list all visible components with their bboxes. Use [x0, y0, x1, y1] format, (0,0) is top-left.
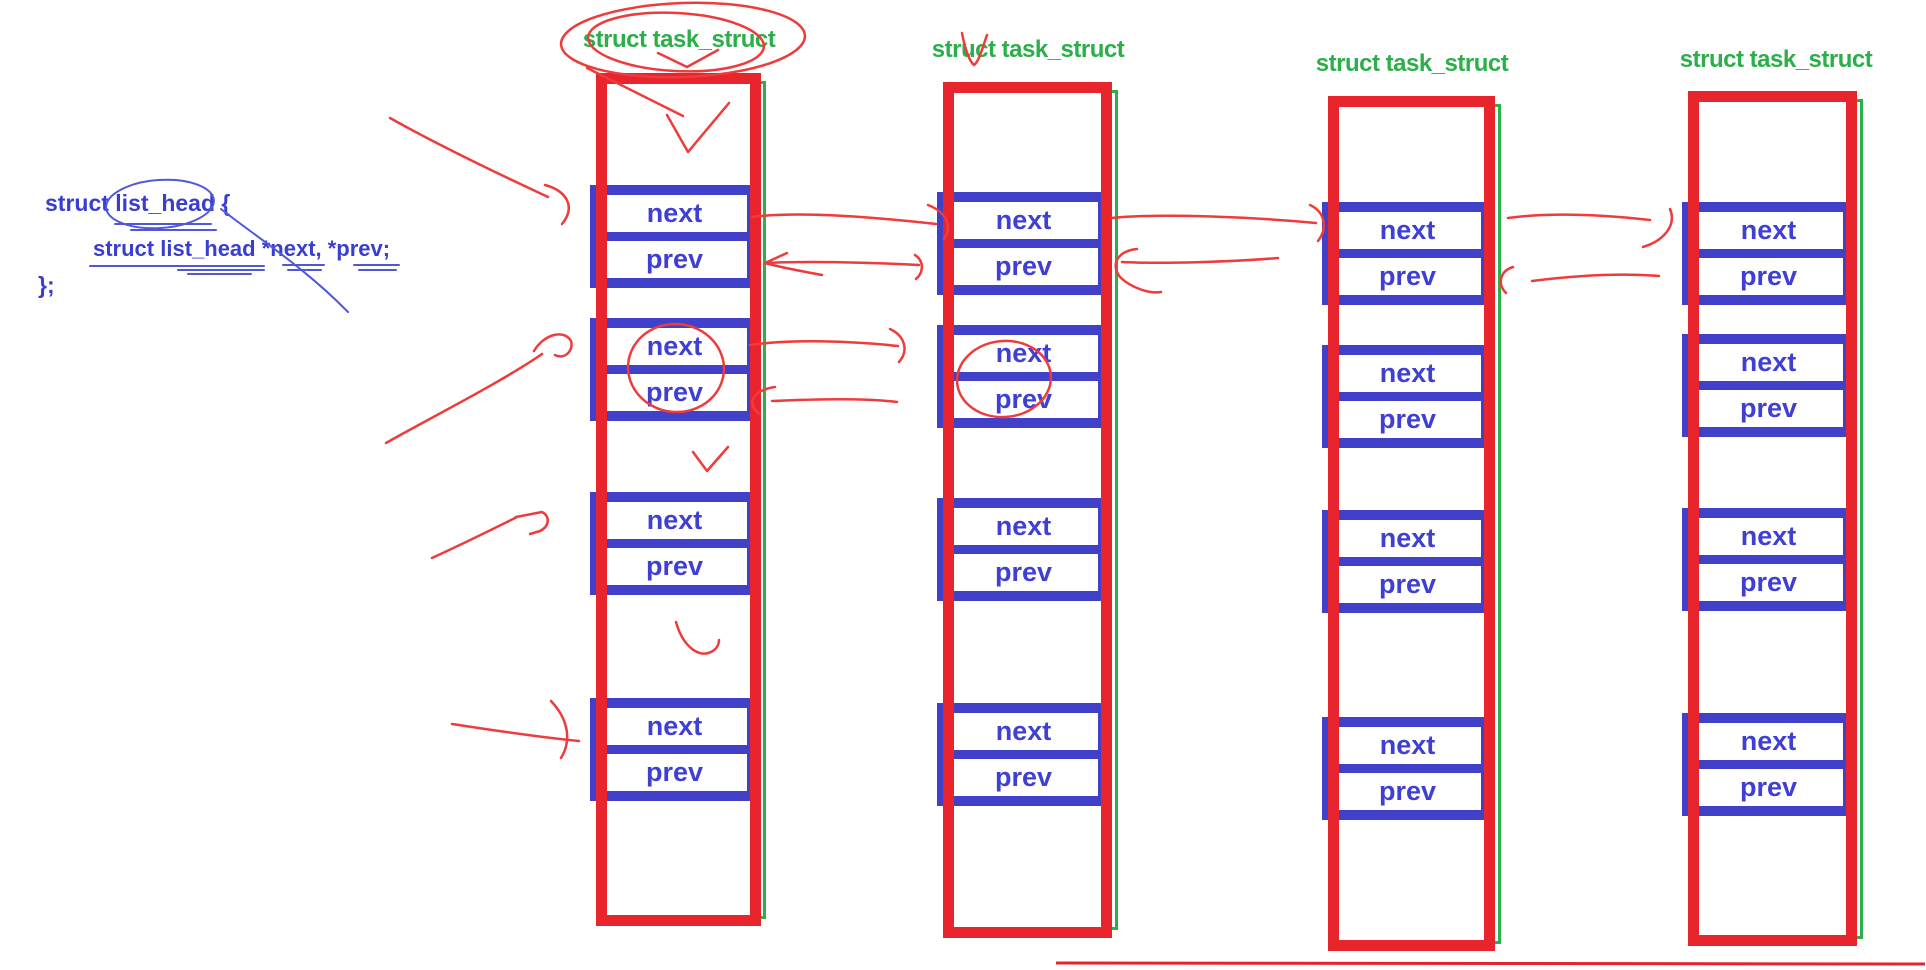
arrow-to-node3 [430, 515, 519, 560]
next-arrow-col2-col3 [1110, 214, 1318, 225]
prev-arrow-node2-col2-col1 [770, 398, 899, 404]
prev-arrow-col4-col3 [1530, 273, 1661, 283]
prev-field: prev [1334, 401, 1481, 438]
task-struct-label-2: struct task_struct [931, 36, 1125, 63]
task-struct-red-border-3 [1328, 96, 1495, 951]
list-head-node: next prev [1682, 334, 1855, 437]
prev-field: prev [949, 554, 1098, 591]
next-field: next [949, 713, 1098, 750]
prev-arrow-col4-col3-head [1499, 265, 1515, 295]
prev-field: prev [1694, 564, 1843, 601]
list-head-node: next prev [1682, 202, 1855, 305]
prev-arrow-col2-col1-head2 [763, 261, 824, 277]
list-head-node: next prev [1322, 202, 1493, 305]
next-field: next [949, 202, 1098, 239]
prev-field: prev [1694, 769, 1843, 806]
arrow-to-node4 [450, 722, 581, 743]
next-arrow-col3-col4-head [1641, 207, 1673, 249]
prev-field: prev [1334, 566, 1481, 603]
prev-field: prev [602, 241, 747, 278]
arrow-to-node1 [388, 116, 550, 199]
next-field: next [1334, 727, 1481, 764]
next-field: next [1694, 344, 1843, 381]
next-field: next [949, 508, 1098, 545]
next-field: next [1694, 212, 1843, 249]
list-head-node: next prev [590, 492, 759, 595]
code-line-struct-open: struct list_head { [45, 190, 231, 216]
prev-field: prev [1334, 773, 1481, 810]
bottom-underline [1055, 961, 1926, 966]
next-arrow-col1-col2 [750, 213, 938, 226]
list-head-node: next prev [1682, 713, 1855, 816]
arrow-to-node3-head [514, 510, 549, 536]
next-arrow-node2-col1-col2 [748, 340, 900, 348]
list-head-node: next prev [937, 192, 1110, 295]
list-head-node: next prev [1322, 510, 1493, 613]
arrow-to-node2 [384, 352, 544, 445]
next-field: next [602, 502, 747, 539]
arrow-to-node2-head [532, 333, 573, 358]
task-struct-label-1: struct task_struct [582, 26, 776, 53]
prev-field: prev [949, 759, 1098, 796]
task-struct-label-3: struct task_struct [1315, 50, 1509, 77]
next-field: next [1694, 723, 1843, 760]
code-line-members: struct list_head *next, *prev; [93, 236, 391, 261]
next-field: next [602, 195, 747, 232]
next-field: next [1694, 518, 1843, 555]
arrow-to-node4-head [549, 699, 569, 760]
next-field: next [1334, 212, 1481, 249]
arrow-to-node1-head [543, 183, 570, 226]
next-field: next [602, 708, 747, 745]
list-head-node: next prev [590, 185, 759, 288]
prev-field: prev [602, 754, 747, 791]
prev-arrow-col3-col2-head [1114, 247, 1163, 294]
prev-field: prev [1694, 258, 1843, 295]
list-head-node: next prev [1322, 717, 1493, 820]
prev-field: prev [949, 248, 1098, 285]
prev-field: prev [1334, 258, 1481, 295]
prev-field: prev [1694, 390, 1843, 427]
task-struct-red-border-1 [596, 73, 761, 926]
next-arrow-node2-col1-col2-head [888, 327, 906, 364]
next-arrow-col3-col4 [1506, 213, 1652, 222]
list-head-node: next prev [1322, 345, 1493, 448]
link-arrows [748, 203, 1673, 416]
task-struct-label-4: struct task_struct [1679, 46, 1873, 73]
list-head-node: next prev [937, 498, 1110, 601]
next-field: next [1334, 355, 1481, 392]
next-field: next [1334, 520, 1481, 557]
prev-arrow-col2-col1-head [763, 251, 789, 265]
task-struct-red-border-4 [1688, 91, 1857, 946]
left-arrows [384, 116, 581, 760]
task-struct-red-border-2 [943, 82, 1112, 938]
list-head-node: next prev [590, 698, 759, 801]
prev-arrow-col3-col2 [1120, 256, 1280, 265]
code-line-struct-close: }; [38, 272, 55, 298]
list-head-node: next prev [937, 703, 1110, 806]
prev-arrow-col2-col1-tail [913, 253, 924, 281]
list-head-node: next prev [1682, 508, 1855, 611]
prev-field: prev [602, 548, 747, 585]
prev-arrow-col2-col1 [763, 260, 921, 267]
